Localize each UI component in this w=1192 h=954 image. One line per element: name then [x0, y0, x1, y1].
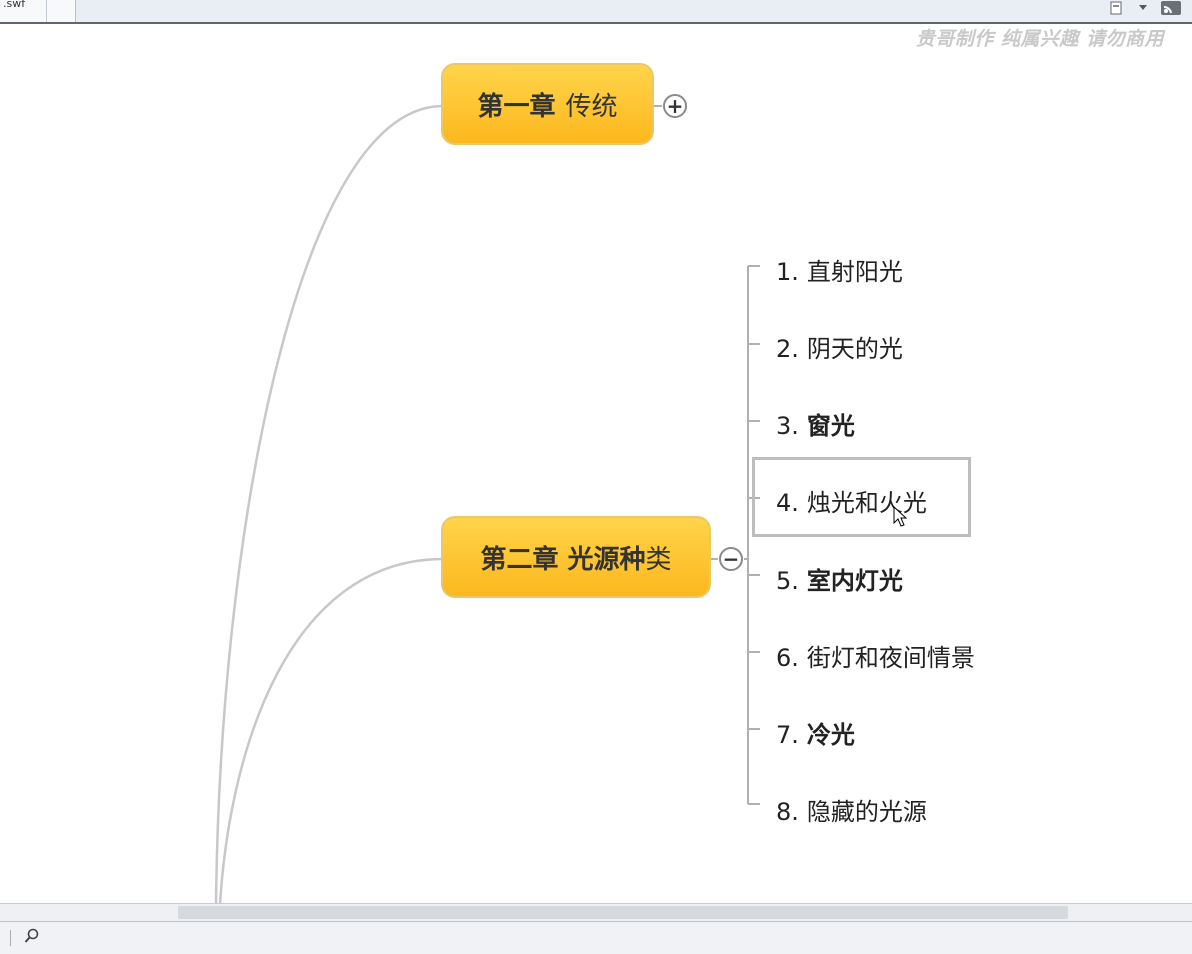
mouse-cursor-icon [893, 505, 908, 532]
list-item[interactable]: 2.阴天的光 [776, 329, 903, 364]
item-number: 6. [776, 644, 799, 672]
status-separator [10, 930, 11, 946]
item-number: 8. [776, 798, 799, 826]
chapter-node-1-bold: 第一章 [477, 91, 556, 122]
item-text: 阴天的光 [806, 335, 903, 363]
chapter-node-2[interactable]: 第二章 光源种 类 [441, 516, 711, 598]
chapter-node-2-text: 类 [645, 544, 672, 575]
collapse-toggle-button[interactable]: − [719, 547, 743, 571]
expand-toggle-button[interactable]: + [663, 94, 687, 118]
horizontal-scrollbar[interactable] [0, 903, 1192, 921]
item-number: 5. [776, 567, 799, 595]
item-text: 室内灯光 [806, 567, 903, 595]
item-text: 窗光 [806, 412, 855, 440]
list-item[interactable]: 3.窗光 [776, 406, 855, 441]
page-icon[interactable] [1108, 1, 1124, 15]
list-item[interactable]: 7.冷光 [776, 715, 855, 750]
item-text: 烛光和火光 [806, 489, 927, 517]
dropdown-arrow-icon[interactable] [1138, 1, 1148, 15]
scrollbar-thumb[interactable] [178, 906, 1068, 919]
list-item-selected[interactable]: 4.烛光和火光 [776, 483, 927, 518]
item-text: 街灯和夜间情景 [806, 644, 975, 672]
list-item[interactable]: 1.直射阳光 [776, 252, 903, 287]
item-text: 直射阳光 [806, 258, 903, 286]
browser-tab[interactable]: .swf [0, 0, 76, 22]
connector-lines [214, 104, 760, 904]
list-item[interactable]: 8.隐藏的光源 [776, 792, 927, 827]
status-bar [0, 921, 1192, 954]
selection-box [752, 457, 971, 537]
chapter-node-2-bold: 第二章 光源种 [480, 544, 646, 575]
list-item[interactable]: 6.街灯和夜间情景 [776, 638, 975, 673]
tab-label: .swf [3, 0, 26, 10]
item-text: 冷光 [806, 721, 855, 749]
item-number: 4. [776, 489, 799, 517]
watermark-text: 贵哥制作 纯属兴趣 请勿商用 [915, 28, 1164, 50]
mindmap-canvas: 第一章 传统 + 第二章 光源种 类 − [0, 26, 1192, 904]
list-item[interactable]: 5.室内灯光 [776, 561, 903, 596]
search-icon[interactable] [24, 928, 40, 948]
chapter-node-1-text: 传统 [565, 91, 618, 122]
item-number: 7. [776, 721, 799, 749]
browser-toolbar: .swf [0, 0, 1192, 24]
rss-feed-icon[interactable] [1160, 1, 1182, 15]
chapter-node-1[interactable]: 第一章 传统 [441, 63, 654, 145]
tab-separator [46, 0, 47, 22]
item-number: 1. [776, 258, 799, 286]
item-number: 3. [776, 412, 799, 440]
item-number: 2. [776, 335, 799, 363]
item-text: 隐藏的光源 [806, 798, 927, 826]
